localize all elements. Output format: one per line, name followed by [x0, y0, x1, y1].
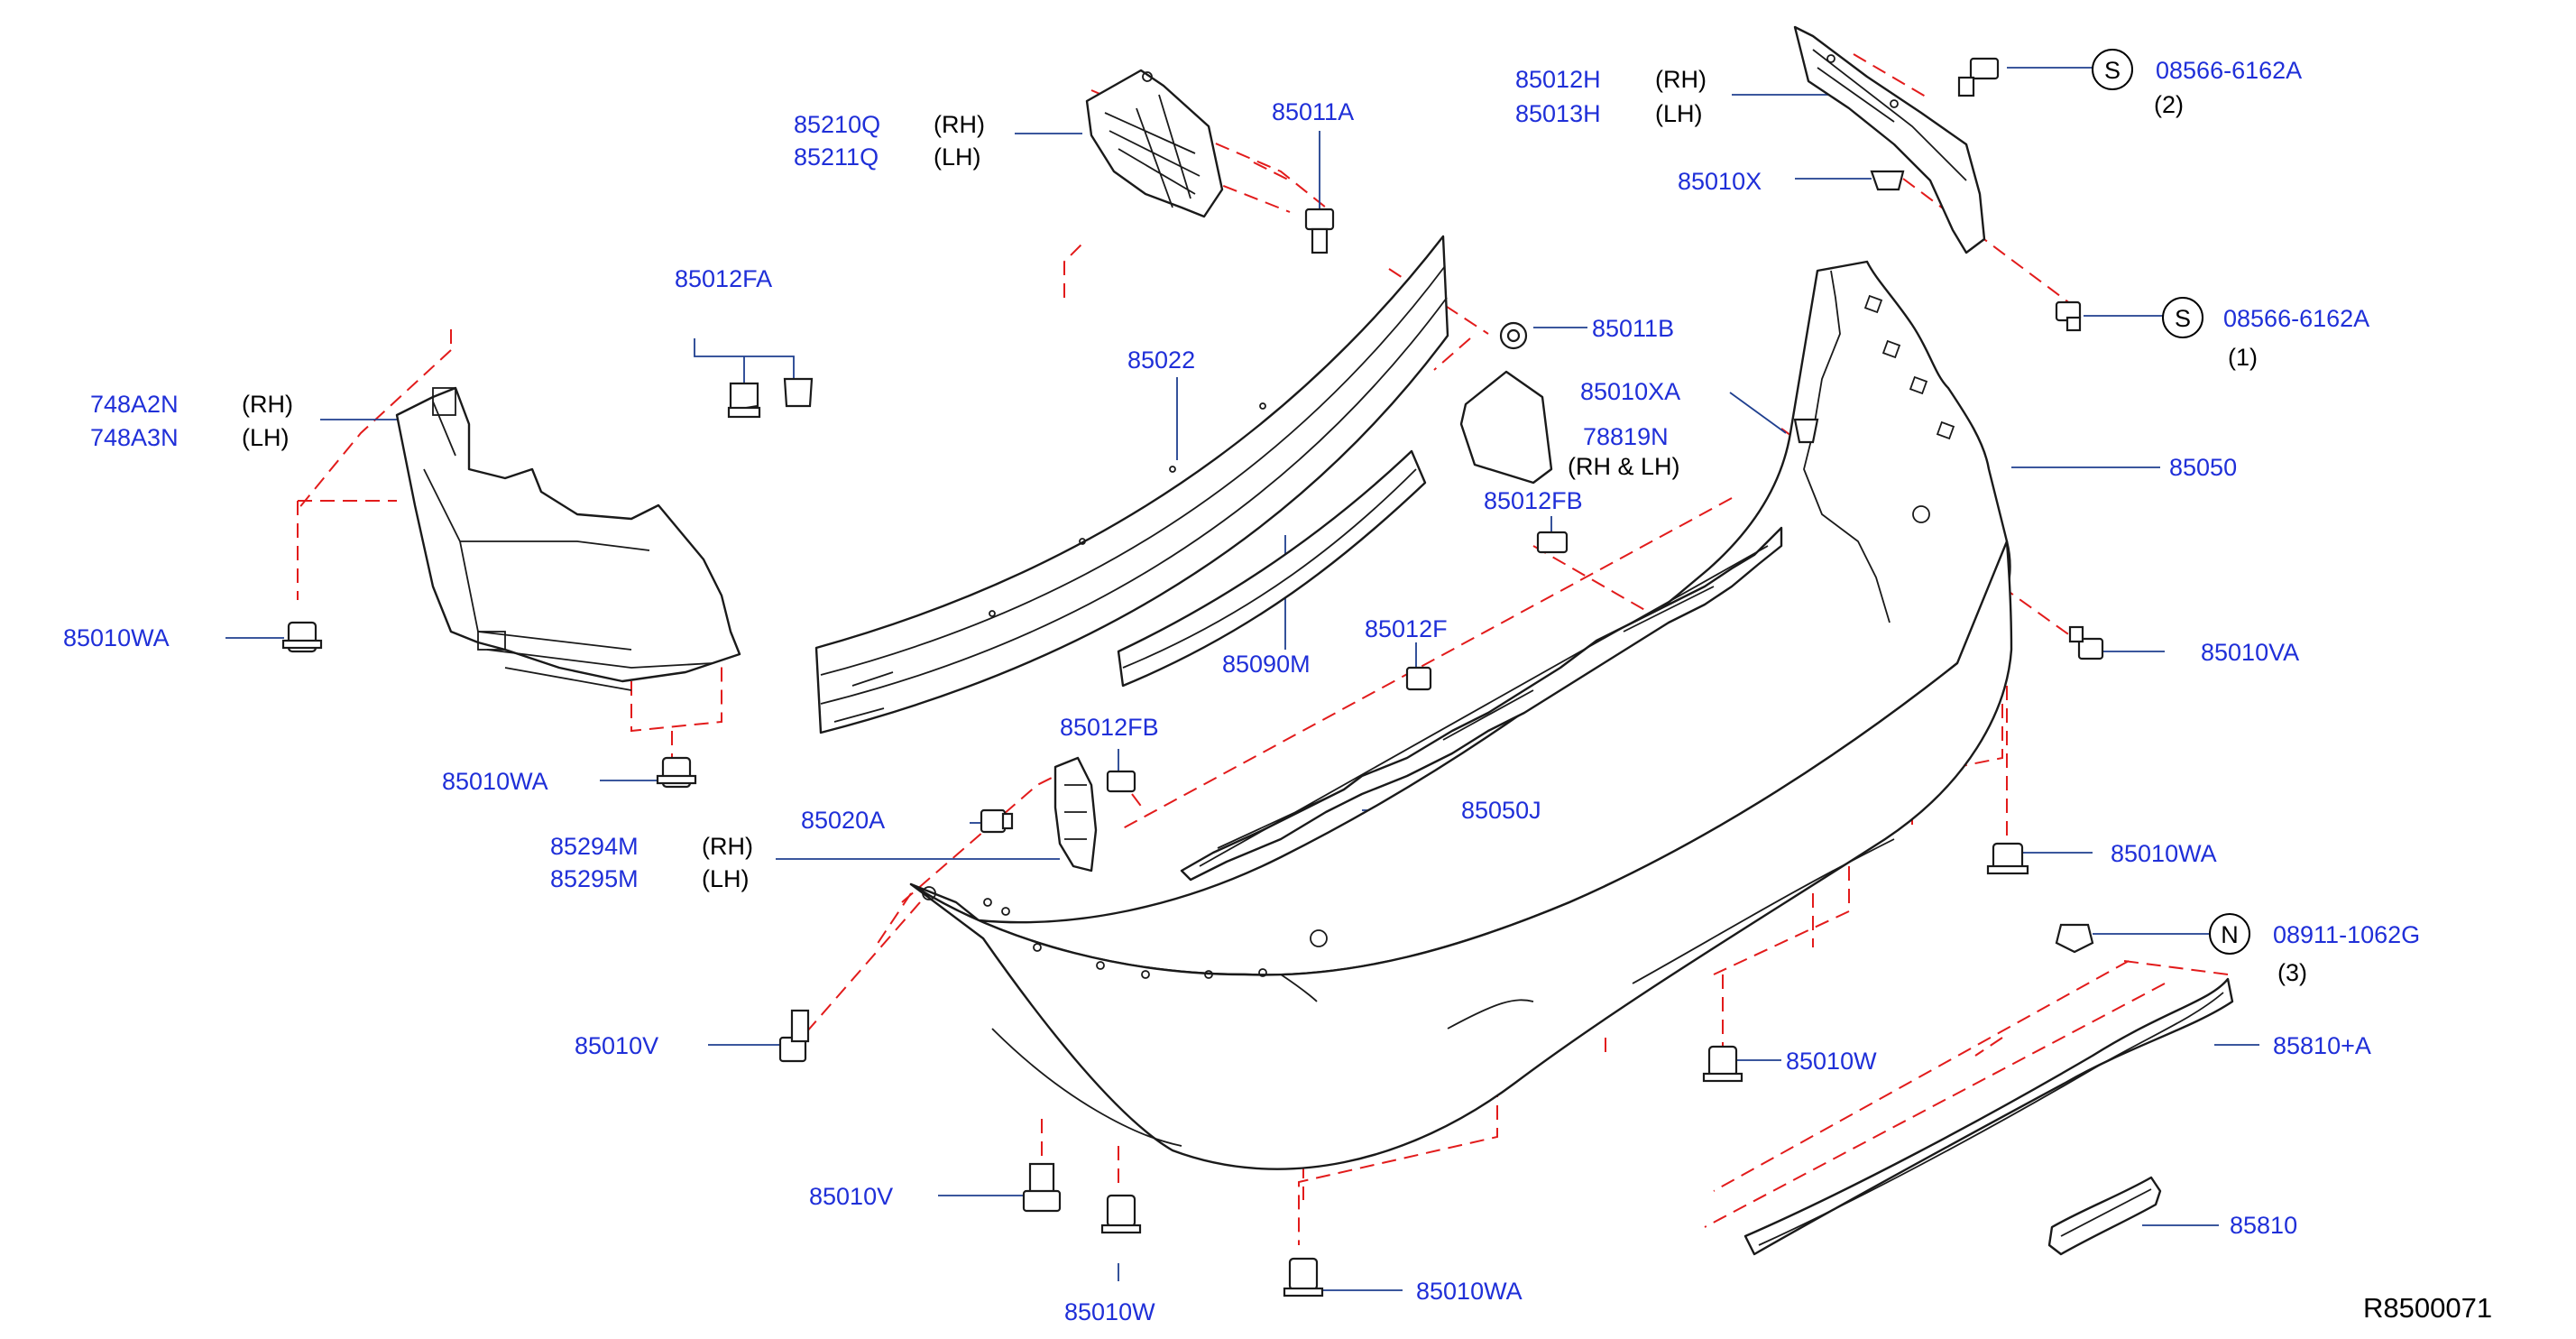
- label-85295M-side: (LH): [702, 865, 750, 892]
- diagram-reference-code: R8500071: [2363, 1292, 2492, 1324]
- label-85010V-bottom: 85010V: [809, 1183, 893, 1210]
- label-08911-qty: (3): [2277, 959, 2307, 986]
- bracket-85294M: [1053, 756, 1098, 873]
- label-85010XA: 85010XA: [1580, 378, 1680, 405]
- clip-85012FA-a: [783, 377, 814, 408]
- label-08566-mid-qty: (1): [2228, 344, 2258, 371]
- label-85012FB-top: 85012FB: [1484, 487, 1583, 514]
- label-85012FB-mid: 85012FB: [1060, 714, 1159, 741]
- label-85012H-side: (RH): [1655, 66, 1707, 93]
- grommet-85010W-mid: [1702, 1045, 1743, 1083]
- label-85010VA: 85010VA: [2201, 639, 2299, 666]
- label-85020A: 85020A: [801, 807, 885, 834]
- bolt-85010V-bottom: [1022, 1162, 1062, 1213]
- mark-s-top: [2092, 49, 2133, 90]
- fasteners: [281, 57, 2104, 1297]
- label-85010WA-left: 85010WA: [63, 624, 170, 651]
- mark-s-mid: [2162, 297, 2203, 338]
- diffuser-85810A: [1743, 977, 2234, 1256]
- clip-85010XA: [1793, 418, 1819, 444]
- clip-85010X: [1870, 170, 1905, 191]
- grommet-85010WA-under: [656, 756, 697, 789]
- bolt-85011A: [1304, 208, 1335, 254]
- label-78819N-side: (RH & LH): [1568, 453, 1680, 480]
- nut-85011B: [1499, 321, 1528, 350]
- bracket-85012H: [1793, 25, 1986, 254]
- label-85010WA-right: 85010WA: [2111, 840, 2217, 867]
- label-85022: 85022: [1127, 346, 1195, 374]
- mark-n-text: N: [2221, 921, 2239, 948]
- label-85210Q-side: (RH): [934, 111, 985, 138]
- label-748A2N: 748A2N: [90, 391, 179, 418]
- mark-s-top-text: S: [2104, 57, 2121, 84]
- label-748A3N-side: (LH): [242, 424, 290, 451]
- label-85011B: 85011B: [1592, 315, 1674, 342]
- bracket-85050J: [1180, 526, 1783, 882]
- label-85090M: 85090M: [1222, 651, 1311, 678]
- label-78819N: 78819N: [1583, 423, 1669, 450]
- absorber-85090M: [1117, 449, 1427, 688]
- symbol-marks: S S N: [2092, 49, 2250, 955]
- label-85211Q: 85211Q: [794, 143, 879, 171]
- bolt-08566-mid: [2055, 300, 2082, 332]
- label-08566-top: 08566-6162A: [2156, 57, 2302, 84]
- clip-85012F: [1405, 666, 1432, 691]
- clip-85012FB-mid: [1106, 770, 1136, 793]
- mark-n: [2209, 913, 2250, 955]
- label-85295M: 85295M: [550, 865, 639, 892]
- label-85012FA: 85012FA: [675, 265, 772, 292]
- nut-08911: [2055, 923, 2094, 954]
- label-85010W-mid: 85010W: [1786, 1048, 1877, 1075]
- label-85012H: 85012H: [1515, 66, 1601, 93]
- label-85010W-bottom: 85010W: [1064, 1298, 1155, 1325]
- bolt-85010V-left: [778, 1009, 810, 1063]
- bolt-85020A: [980, 808, 1014, 834]
- label-08911: 08911-1062G: [2273, 921, 2420, 948]
- clip-85012FA-b: [727, 382, 761, 419]
- labels: 85210Q (RH) 85211Q (LH) 85011A 85012H (R…: [63, 57, 2492, 1325]
- end-piece-85810: [2047, 1176, 2162, 1256]
- label-08566-top-qty: (2): [2154, 91, 2184, 118]
- label-85010WA-under: 85010WA: [442, 768, 548, 795]
- bracket-85210Q: [1085, 69, 1224, 218]
- bumper-fascia-85050: [909, 260, 2013, 1170]
- bolt-85010VA: [2068, 625, 2104, 660]
- grommet-85010W-bottom: [1100, 1194, 1142, 1234]
- label-08566-mid: 08566-6162A: [2223, 305, 2369, 332]
- label-85211Q-side: (LH): [934, 143, 981, 171]
- mark-s-mid-text: S: [2175, 305, 2191, 332]
- clip-85012FB-top: [1536, 531, 1569, 554]
- reinforcement-85022: [814, 235, 1449, 734]
- grommet-85010WA-right: [1986, 842, 2029, 875]
- label-85810: 85810: [2230, 1212, 2297, 1239]
- splash-guard-748A2N: [395, 386, 741, 691]
- label-85050: 85050: [2169, 454, 2237, 481]
- label-85013H-side: (LH): [1655, 100, 1703, 127]
- grommet-85010WA-bottom: [1283, 1257, 1324, 1297]
- label-748A3N: 748A3N: [90, 424, 179, 451]
- label-748A2N-side: (RH): [242, 391, 293, 418]
- label-85810A: 85810+A: [2273, 1032, 2371, 1059]
- label-85010WA-bottom: 85010WA: [1416, 1278, 1523, 1305]
- grommet-85010WA-left: [281, 621, 323, 653]
- label-85210Q: 85210Q: [794, 111, 880, 138]
- plate-78819N: [1459, 370, 1553, 485]
- label-85012F: 85012F: [1365, 615, 1448, 642]
- label-85050J: 85050J: [1461, 797, 1541, 824]
- label-85011A: 85011A: [1272, 98, 1354, 125]
- bolt-08566-top: [1957, 57, 2000, 97]
- label-85010V-left: 85010V: [575, 1032, 658, 1059]
- parts: [395, 25, 2234, 1256]
- label-85013H: 85013H: [1515, 100, 1601, 127]
- label-85010X: 85010X: [1678, 168, 1762, 195]
- label-85294M-side: (RH): [702, 833, 753, 860]
- label-85294M: 85294M: [550, 833, 639, 860]
